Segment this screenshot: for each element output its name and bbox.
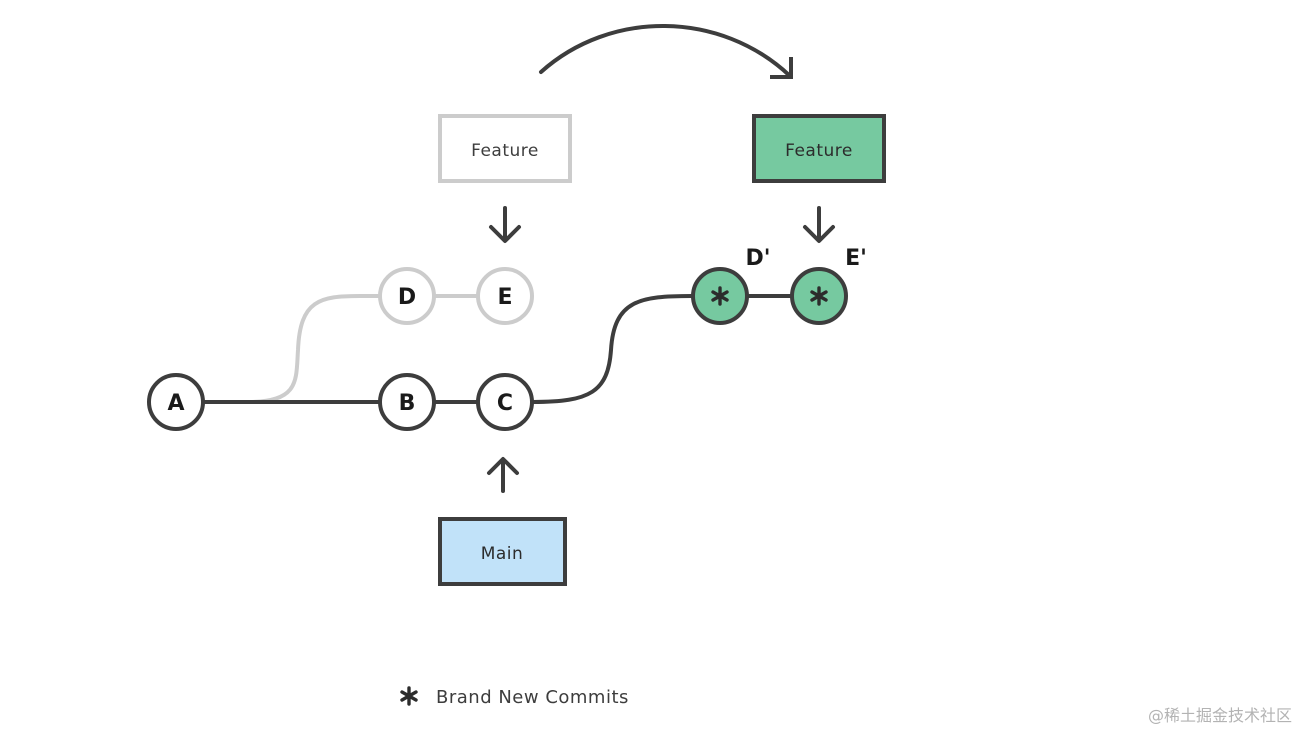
feature-new-down-arrow	[803, 206, 835, 243]
commit-d-label: D	[398, 285, 416, 310]
main-up-arrow	[487, 457, 519, 493]
commit-b: B	[378, 373, 436, 431]
commit-c-label: C	[497, 391, 513, 416]
feature-branch-new: Feature	[752, 114, 886, 183]
commit-e-label: E	[497, 285, 512, 310]
rebase-arc-arrow	[539, 24, 793, 79]
commit-b-label: B	[399, 391, 416, 416]
commit-a-label: A	[167, 391, 184, 416]
commit-e-prime	[790, 267, 848, 325]
commit-c: C	[476, 373, 534, 431]
legend: Brand New Commits	[400, 686, 629, 708]
main-label: Main	[481, 544, 524, 564]
commit-d-prime	[691, 267, 749, 325]
watermark: @稀土掘金技术社区	[1147, 706, 1292, 725]
asterisk-icon	[400, 686, 418, 706]
old-feature-connector	[247, 294, 380, 404]
feature-new-label: Feature	[785, 141, 853, 161]
main-branch: Main	[438, 517, 567, 586]
legend-text: Brand New Commits	[436, 687, 629, 708]
commit-d-prime-label: D'	[746, 246, 771, 271]
commit-e-old: E	[476, 267, 534, 325]
feature-old-label: Feature	[471, 141, 539, 161]
feature-branch-old: Feature	[438, 114, 572, 183]
new-feature-connector	[532, 294, 693, 404]
feature-old-down-arrow	[489, 206, 521, 243]
commit-a: A	[147, 373, 205, 431]
commit-d-old: D	[378, 267, 436, 325]
commit-e-prime-label: E'	[845, 246, 867, 271]
